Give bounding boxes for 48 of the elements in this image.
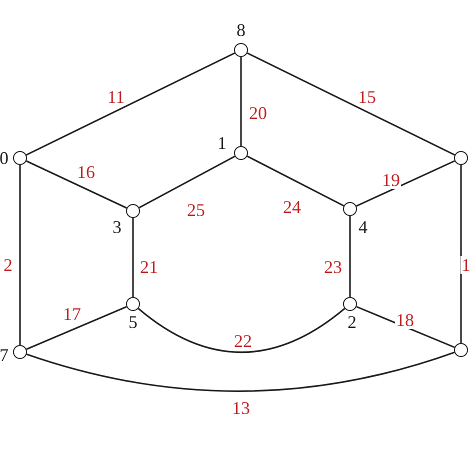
edge-line: [26, 160, 127, 209]
vertex-number: 3: [112, 218, 122, 236]
edge-label: 1: [460, 256, 472, 274]
edge-line: [356, 160, 455, 207]
edge-label: 23: [323, 258, 343, 276]
edge-line: [26, 306, 127, 350]
vertex-number: 5: [128, 313, 138, 331]
edge-label: 24: [282, 198, 302, 216]
edge-label: 25: [186, 201, 206, 219]
edge-line: [246, 155, 344, 207]
vertex-number: 4: [358, 218, 368, 236]
edge-label: 19: [381, 171, 401, 189]
edge-label: 21: [139, 258, 159, 276]
edge-label: 22: [233, 332, 253, 350]
edge-line: [132, 218, 134, 297]
vertex-circle: [343, 297, 357, 311]
vertex-number: 8: [236, 21, 246, 39]
edge-line: [26, 352, 455, 392]
edge-line: [19, 165, 21, 345]
edge-line: [349, 216, 351, 297]
edge-label: 16: [76, 163, 96, 181]
edge-label: 2: [2, 256, 14, 274]
vertex-circle: [454, 151, 468, 165]
vertex-number: 0: [0, 149, 8, 167]
edge-line: [240, 57, 242, 146]
vertex-circle: [234, 146, 248, 160]
vertex-circle: [126, 297, 140, 311]
vertex-circle: [13, 345, 27, 359]
edge-line: [246, 52, 456, 156]
edge-label: 20: [248, 104, 268, 122]
vertex-circle: [234, 43, 248, 57]
edge-label: 15: [357, 88, 377, 106]
edge-line: [26, 52, 236, 156]
vertex-number: 1: [218, 134, 226, 152]
edge-label: 11: [106, 88, 126, 106]
edge-line: [138, 308, 346, 353]
vertex-number: 7: [0, 346, 8, 364]
vertex-circle: [454, 343, 468, 357]
edge-label: 18: [395, 311, 415, 329]
edge-line: [138, 156, 236, 208]
edge-line: [356, 306, 455, 348]
edge-line: [460, 165, 462, 343]
vertex-circle: [343, 202, 357, 216]
edge-label: 13: [231, 399, 251, 417]
vertex-number: 2: [348, 313, 356, 331]
edge-label: 17: [62, 305, 82, 323]
vertex-circle: [13, 151, 27, 165]
vertex-circle: [126, 204, 140, 218]
